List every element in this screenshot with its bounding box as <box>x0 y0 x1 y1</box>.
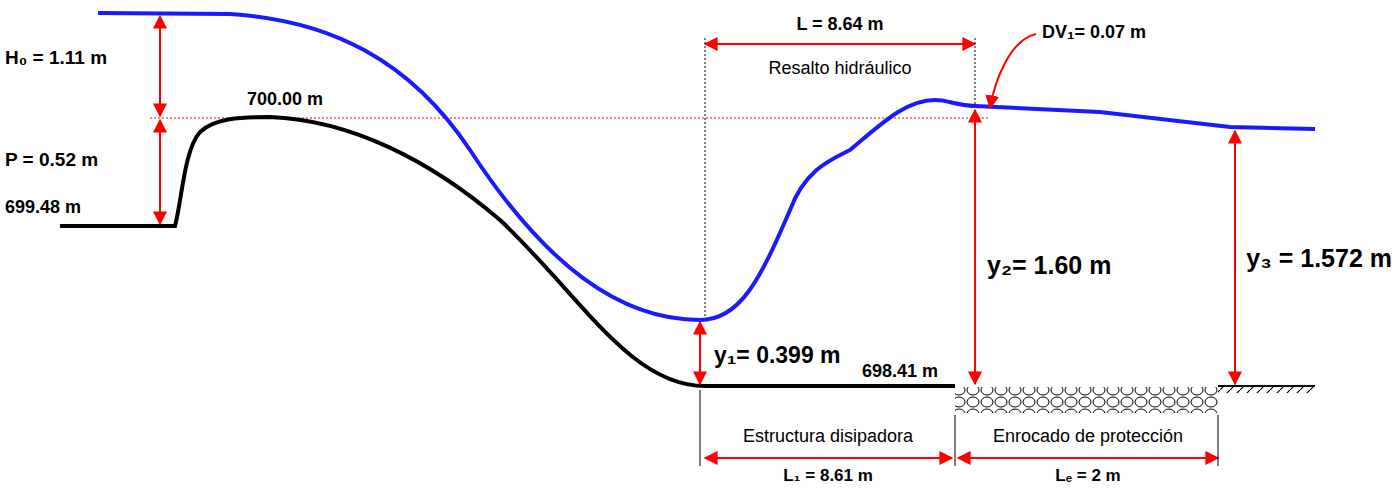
depth-label: y₁= 0.399 m <box>712 342 843 368</box>
ground-hatch <box>1218 387 1315 393</box>
extension-line <box>705 38 706 318</box>
dimension-label: H₀ = 1.11 m <box>3 47 109 69</box>
elevation-label: 698.41 m <box>860 361 940 382</box>
water-surface <box>98 13 1315 320</box>
depth-label: y₂= 1.60 m <box>985 251 1113 280</box>
h0-arrow <box>159 16 161 116</box>
weir-profile <box>60 117 955 386</box>
extension-line <box>955 415 956 466</box>
l1-arrow <box>705 457 952 459</box>
dimension-label: DV₁= 0.07 m <box>1040 22 1148 43</box>
elevation-label: 699.48 m <box>3 197 83 218</box>
y2-arrow <box>974 110 976 384</box>
dimension-label: Lₑ = 2 m <box>1053 466 1122 486</box>
ground-line <box>1218 385 1315 387</box>
extension-line <box>975 38 976 104</box>
zone-label: Enrocado de protección <box>991 426 1185 447</box>
zone-label: Resalto hidráulico <box>766 58 913 79</box>
riprap <box>955 387 1218 413</box>
depth-label: y₃ = 1.572 m <box>1244 244 1394 273</box>
l-arrow <box>705 43 975 45</box>
dimension-label: P = 0.52 m <box>3 149 100 171</box>
y1-arrow <box>699 322 701 384</box>
dimension-arrows <box>160 16 1235 458</box>
dv1-leader <box>990 34 1036 108</box>
extension-line <box>1218 415 1219 466</box>
dimension-label: L₁ = 8.61 m <box>781 466 875 486</box>
p-arrow <box>159 120 161 224</box>
y3-arrow <box>1234 131 1236 384</box>
dimension-label: L = 8.64 m <box>794 14 885 35</box>
extension-lines <box>700 38 1218 466</box>
le-arrow <box>958 457 1218 459</box>
extension-line <box>700 390 701 466</box>
zone-label: Estructura disipadora <box>741 426 915 447</box>
elevation-label: 700.00 m <box>245 89 325 110</box>
